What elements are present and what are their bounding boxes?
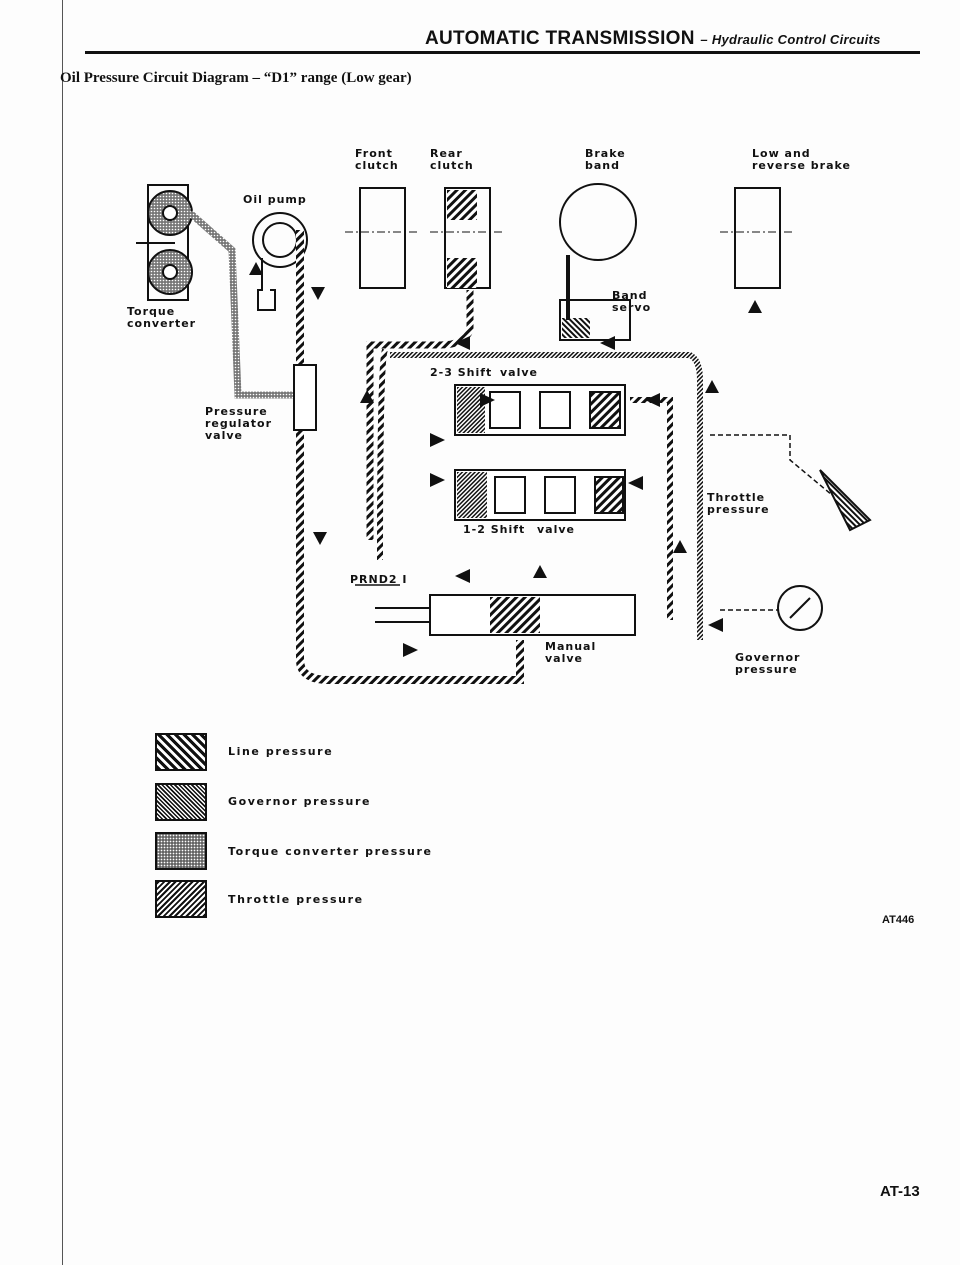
torque-converter-line [187,210,300,399]
arrow-icon [403,643,418,657]
label-low-reverse-brake: Low and reverse brake [752,147,851,172]
label-front-clutch: Front clutch [355,147,399,172]
arrow-icon [708,618,723,632]
governor-line [390,352,703,640]
brake-band [559,183,637,341]
label-shift-23: 2-3 Shift [430,366,493,379]
arrow-icon [455,336,470,350]
label-band-servo: Band servo [612,289,652,314]
arrow-up-icon [705,380,719,393]
legend-swatch-governor-pressure [155,783,207,821]
throttle-linkage [710,434,851,511]
label-rear-clutch: Rear clutch [430,147,474,172]
legend-swatch-torque-converter-pressure [155,832,207,870]
line-pressure-main [296,230,524,684]
header-subtitle: – Hydraulic Control Circuits [700,32,881,47]
arrow-icon [480,393,495,407]
pressure-regulator-valve [293,364,317,431]
legend-label: Torque converter pressure [228,845,433,858]
legend-label: Throttle pressure [228,893,364,906]
arrow-icon [430,473,445,487]
flow-arrows [249,262,762,657]
arrow-icon [430,433,445,447]
label-oil-pump: Oil pump [243,193,307,206]
legend-swatch-line-pressure [155,733,207,771]
arrow-icon [600,336,615,350]
arrow-down-icon [311,287,325,300]
low-reverse-brake [720,187,795,289]
arrow-icon [645,393,660,407]
label-manual-valve: Manual valve [545,640,597,665]
arrow-icon [628,476,643,490]
arrow-up-icon [748,300,762,313]
label-shift-12: 1-2 Shift [463,523,526,536]
legend-label: Governor pressure [228,795,372,808]
label-throttle-pressure: Throttle pressure [707,491,770,516]
figure-code: AT446 [882,914,915,926]
arrow-up-icon [360,390,374,403]
header-rule [85,51,920,54]
legend-label: Line pressure [228,745,334,758]
arrow-up-icon [249,262,263,275]
label-shift-23-valve: valve [500,366,538,379]
arrow-down-icon [313,532,327,545]
page-header: AUTOMATIC TRANSMISSION – Hydraulic Contr… [425,28,881,50]
front-clutch [345,187,420,289]
page-number: AT-13 [880,1183,920,1200]
torque-converter [136,184,193,301]
arrow-icon [455,569,470,583]
arrow-up-icon [533,565,547,578]
header-title: AUTOMATIC TRANSMISSION [425,28,695,49]
arrow-up-icon [673,540,687,553]
rear-clutch [430,187,505,289]
label-brake-band: Brake band [585,147,626,172]
page-margin-line [62,0,63,1265]
figure-title: Oil Pressure Circuit Diagram – “D1” rang… [60,70,412,86]
label-prnd21: PRND2 I [350,573,408,586]
label-pressure-regulator: Pressure regulator valve [205,405,273,442]
throttle-pedal [819,469,872,532]
legend-swatch-throttle-pressure [155,880,207,918]
label-torque-converter: Torque converter [127,305,197,330]
oil-pump [252,212,308,311]
label-shift-12-valve: valve [537,523,575,536]
governor-gauge [777,585,823,631]
label-governor-pressure: Governor pressure [735,651,801,676]
